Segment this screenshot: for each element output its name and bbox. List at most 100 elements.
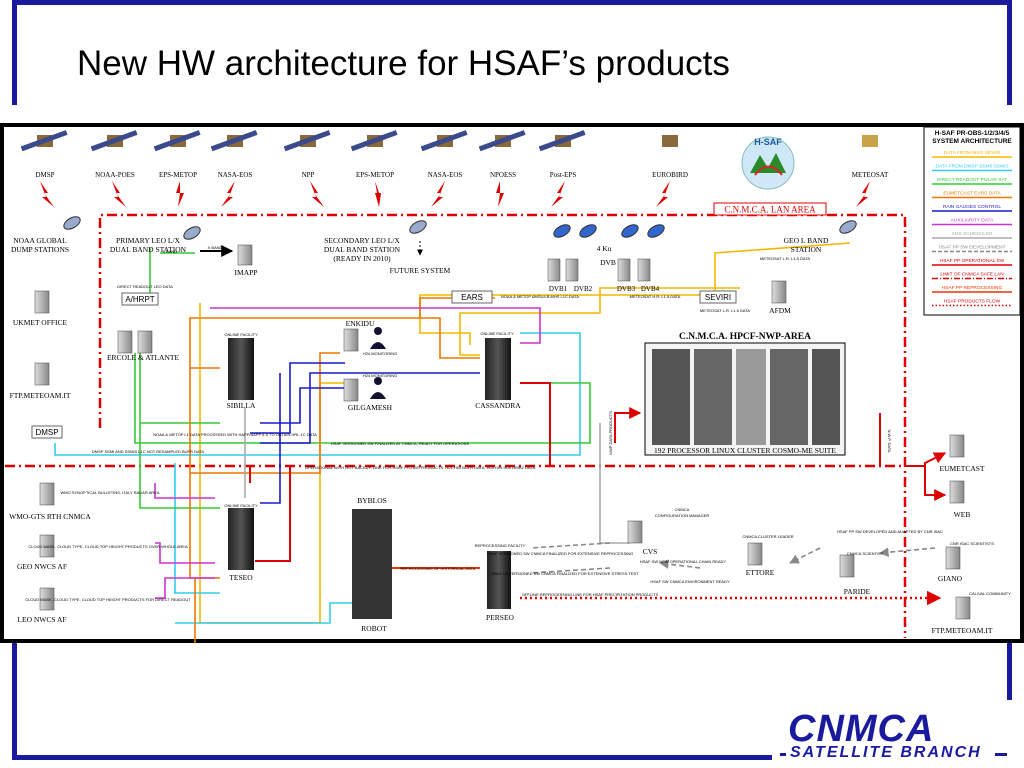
- flow-label: DIRECT READOUT LEO DATA: [117, 284, 173, 289]
- rack-servers: [228, 338, 511, 619]
- diagram-label: DVB3: [617, 285, 636, 293]
- diagram-label: GIANO: [938, 574, 963, 583]
- flow-label: NOAA & METOP L1 DATA PROCESSED WITH HAPP…: [153, 432, 317, 437]
- flow-label: WMO SYNOPTICAL BULLETINS, ITALY RADAR AR…: [61, 490, 160, 495]
- operator-icons: [370, 327, 386, 399]
- legend-item-label: LIMIT OF CNMCA SAFE LAN: [940, 272, 1004, 278]
- diagram-label: EUMETCAST: [940, 464, 985, 473]
- satellite-icon: [478, 130, 526, 152]
- legend-item-label: DATA FROM DMSP SSMI/ SSMIS: [935, 164, 1008, 170]
- flow-label: H24 MONITORING: [363, 351, 397, 356]
- ears-label: EARS: [461, 293, 483, 302]
- diagram-label: FUTURE SYSTEM: [390, 266, 451, 275]
- flow-label: REPROCESSING OF HISTORICAL DATA: [401, 566, 476, 571]
- flow-label: DMSP SSMI AND SSMIS L1C NOT RESAMPLED BU…: [92, 449, 205, 454]
- diagram-label: GILGAMESH: [348, 403, 393, 412]
- satellite-label: EPS-METOP: [159, 171, 197, 179]
- diagram-label: AFDM: [769, 306, 791, 315]
- flow-label: ONLINE FACILITY: [480, 331, 514, 336]
- flow-label: CNR ISAC SCIENTISTS: [950, 541, 994, 546]
- legend-box: [923, 126, 1021, 316]
- flow-label: OPERATIONAL WITH HOT BACKUP, LINE FOR HS…: [305, 465, 536, 470]
- satellite-label: EUROBIRD: [652, 171, 688, 179]
- diagram-border: [0, 123, 1024, 643]
- satellite-icon: [350, 130, 398, 152]
- legend-item-label: DIRECT READOUT POLAR SAT: [937, 177, 1007, 183]
- cluster-label: 192 PROCESSOR LINUX CLUSTER COSMO-ME SUI…: [654, 446, 836, 455]
- slide-title: New HW architecture for HSAF’s products: [77, 44, 730, 83]
- diagram-label: PRIMARY LEO L/X: [116, 236, 180, 245]
- hpcf-area-label: C.N.M.C.A. HPCF-NWP-AREA: [679, 332, 811, 342]
- diagram-label: IMAPP: [235, 268, 258, 277]
- diagram-label: SECONDARY LEO L/X: [324, 236, 400, 245]
- slide-frame-bottom-left: [12, 640, 17, 760]
- satellite-icon: [862, 135, 878, 147]
- flow-label: CONFIGURATION MANAGER: [655, 513, 710, 518]
- diagram-label: GEO L BAND: [784, 236, 829, 245]
- satellite-icon: [210, 130, 258, 152]
- cluster-racks: [652, 349, 840, 445]
- diagram-label: LEO NWCS AF: [17, 615, 66, 624]
- legend-item-label: HSAF PP SW DEVELOPMENT: [938, 245, 1005, 251]
- satellite-icon: [420, 130, 468, 152]
- legend-item-label: HSAF PP OPERATIONAL SW: [940, 258, 1005, 264]
- seviri-label: SEVIRI: [705, 293, 731, 302]
- diagram-label: WMO-GTS RTH CNMCA: [9, 512, 91, 521]
- slide-frame-right: [1007, 0, 1012, 105]
- flow-label: CLOUD MASK, CLOUD TYPE, CLOUD TOP HEIGHT…: [25, 597, 191, 602]
- box-labels: [31, 290, 737, 439]
- dmsp-box-label: DMSP: [35, 428, 58, 437]
- legend-item-label: EUMETCAST EARS DATA: [943, 191, 1001, 197]
- satellite-label: NASA-EOS: [218, 171, 253, 179]
- diagram-label: DVB4: [641, 285, 660, 293]
- pc-icons: [34, 244, 971, 620]
- flow-label: L BAND: [163, 249, 177, 254]
- flow-label: N.W.P. DATA: [887, 429, 892, 452]
- lan-area-label: C.N.M.C.A. LAN AREA: [724, 205, 816, 215]
- satellite-label: NPOESS: [490, 171, 516, 179]
- flow-label: CAL/VAL COMMUNITY: [969, 591, 1011, 596]
- diagram-label: ROBOT: [361, 624, 387, 633]
- diagram-label: WEB: [954, 510, 971, 519]
- flow-label: REPROCESSING FACILITY: [475, 543, 526, 548]
- slide-frame-left: [12, 0, 17, 105]
- flow-label: CLOUD MASK, CLOUD TYPE, CLOUD TOP HEIGHT…: [28, 544, 188, 549]
- logo-sub-text: SATELLITE BRANCH: [790, 744, 982, 761]
- legend-item-label: SMS SCHEDULER: [951, 231, 993, 237]
- diagram-label: ERCOLE & ATLANTE: [107, 353, 179, 362]
- flow-label: CNMCA: [675, 507, 690, 512]
- hsaf-logo: H-SAF: [741, 136, 795, 190]
- flow-label: ONLINE FACILITY: [224, 503, 258, 508]
- flow-label: ONLINE FACILITY: [224, 332, 258, 337]
- flow-label: HSAF PP SW DEVELOPED AND ADAPTED BY CNR …: [837, 529, 943, 534]
- satellite-icon: [538, 130, 586, 152]
- satellite-label: NASA-EOS: [428, 171, 463, 179]
- diagram-label: DUAL BAND STATION: [324, 245, 401, 254]
- flow-label: NWP DATA PRODUCTS: [608, 411, 613, 455]
- diagram-label: TESEO: [229, 573, 253, 582]
- satellite-label: NPP: [302, 171, 315, 179]
- cnmca-logo: CNMCA SATELLITE BRANCH: [780, 708, 1010, 768]
- diagram-label: SIBILLA: [227, 401, 256, 410]
- diagram-label: DUMP STATIONS: [11, 245, 69, 254]
- flow-label: HSAF VERSIONED SW FINALIZED AT CNMCA, RE…: [331, 441, 470, 446]
- diagram-label: NOAA GLOBAL: [13, 236, 67, 245]
- satellite-label: EPS-METOP: [356, 171, 394, 179]
- legend-item-label: HSAF PP REPROCESSING: [942, 285, 1003, 291]
- satellite-icon: [283, 130, 331, 152]
- diagram-label: ENKIDU: [346, 319, 375, 328]
- data-flow-lines: [54, 241, 947, 643]
- legend-title-2: SYSTEM ARCHITECTURE: [932, 138, 1012, 145]
- satellite-icon: [20, 130, 68, 152]
- diagram-label: ETTORE: [746, 568, 775, 577]
- diagram-label: STATION: [791, 245, 822, 254]
- lan-area-boundary: [5, 213, 907, 638]
- hsaf-logo-text: H-SAF: [754, 137, 782, 147]
- diagram-label: 4 Ku: [597, 244, 612, 253]
- diagram-label: BYBLOS: [357, 496, 387, 505]
- satellite-label: DMSP: [35, 171, 54, 179]
- satellite-icon: [662, 135, 678, 147]
- legend-title-1: H-SAF PR-OBS-1/2/3/4/5: [935, 130, 1010, 137]
